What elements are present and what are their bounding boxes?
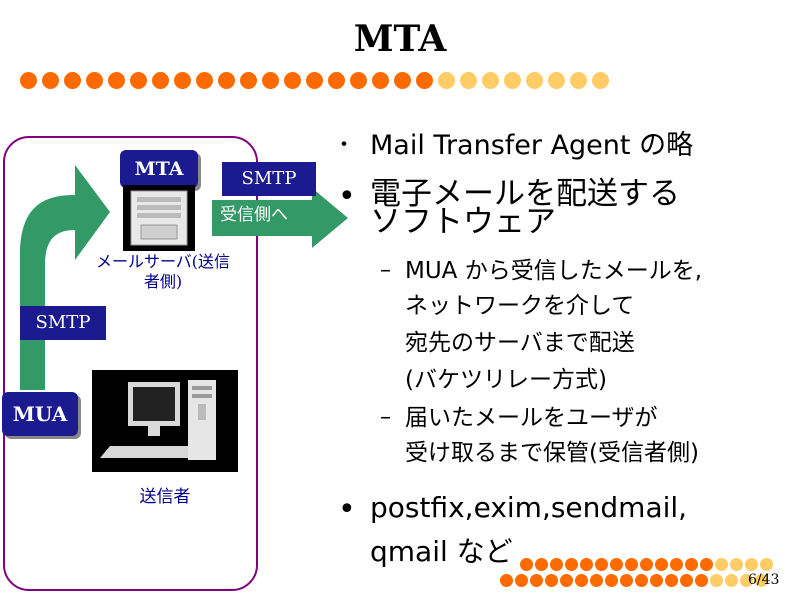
server-icon	[123, 185, 195, 251]
decor-dot	[394, 72, 411, 89]
decor-dot	[262, 72, 279, 89]
decor-dot	[328, 72, 345, 89]
decor-dot	[520, 558, 533, 571]
decor-dot	[760, 558, 773, 571]
decor-dot	[625, 558, 638, 571]
decor-dot	[570, 72, 587, 89]
decor-dot	[592, 72, 609, 89]
mta-label: MTA	[120, 150, 198, 188]
decor-dot	[635, 574, 648, 587]
bullet-1: Mail Transfer Agent の略	[370, 130, 694, 161]
bottom-dot-rows	[0, 540, 800, 600]
sender-caption: 送信者	[139, 487, 191, 507]
decor-dot	[620, 574, 633, 587]
sub-bullet-2-line1: 届いたメールをユーザが	[405, 405, 658, 431]
decor-dot	[665, 574, 678, 587]
decor-dot	[670, 558, 683, 571]
bullet-3-line2: qmail など	[370, 535, 513, 568]
smtp-top-label: SMTP	[222, 162, 316, 196]
sub-bullet-2-mark: –	[380, 405, 391, 430]
decor-dot	[545, 574, 558, 587]
decor-dot	[650, 574, 663, 587]
bullet-2-line2: ソフトウェア	[370, 204, 556, 240]
sub-bullet-1-mark: –	[380, 258, 391, 283]
decor-dot	[64, 72, 81, 89]
decor-dot	[590, 574, 603, 587]
decor-dot	[306, 72, 323, 89]
diagram-frame	[3, 136, 258, 591]
decor-dot	[700, 558, 713, 571]
decor-dot	[196, 72, 213, 89]
right-arrow	[212, 188, 348, 248]
decor-dot	[218, 72, 235, 89]
decor-dot	[504, 72, 521, 89]
decor-dot	[284, 72, 301, 89]
decor-dot	[130, 72, 147, 89]
mail-server-caption: メールサーバ(送信者側)	[95, 252, 231, 291]
decor-dot	[550, 558, 563, 571]
mua-label: MUA	[2, 392, 78, 436]
bullet-small-mark: ・	[333, 133, 356, 158]
decor-dot	[685, 558, 698, 571]
decor-dot	[655, 558, 668, 571]
sub-bullet-2-line2: 受け取るまで保管(受信者側)	[405, 440, 699, 466]
decor-dot	[530, 574, 543, 587]
decor-dot	[372, 72, 389, 89]
bullet-2-line1: 電子メールを配送する	[370, 176, 680, 212]
decor-dot	[755, 574, 768, 587]
sub-bullet-1-line4: (バケツリレー方式)	[405, 367, 607, 393]
decor-dot	[174, 72, 191, 89]
decor-dot	[680, 574, 693, 587]
sub-bullet-1-line2: ネットワークを介して	[405, 293, 635, 319]
decor-dot	[500, 574, 513, 587]
decor-dot	[438, 72, 455, 89]
sub-bullet-1-line3: 宛先のサーバまで配送	[405, 330, 635, 356]
decor-dot	[108, 72, 125, 89]
decor-dot	[610, 558, 623, 571]
decor-dot	[695, 574, 708, 587]
decor-dot	[725, 574, 738, 587]
slide-title: MTA	[353, 18, 447, 60]
decor-dot	[460, 72, 477, 89]
decor-dot	[20, 72, 37, 89]
decor-dot	[730, 558, 743, 571]
decor-dot	[548, 72, 565, 89]
decor-dot	[526, 72, 543, 89]
to-receiver-label: 受信側へ	[220, 205, 288, 225]
bullet-2-mark: •	[338, 179, 356, 214]
top-dot-row	[0, 0, 800, 100]
decor-dot	[42, 72, 59, 89]
decor-dot	[535, 558, 548, 571]
decor-dot	[605, 574, 618, 587]
decor-dot	[595, 558, 608, 571]
decor-dot	[416, 72, 433, 89]
decor-dot	[560, 574, 573, 587]
bullet-3-line1: postfix,exim,sendmail,	[370, 491, 688, 524]
decor-dot	[740, 574, 753, 587]
decor-dot	[565, 558, 578, 571]
decor-dot	[515, 574, 528, 587]
decor-dot	[350, 72, 367, 89]
smtp-left-label: SMTP	[20, 306, 106, 340]
bullet-3-mark: •	[338, 492, 356, 527]
desktop-computer-icon	[92, 370, 238, 472]
decor-dot	[86, 72, 103, 89]
decor-dot	[152, 72, 169, 89]
decor-dot	[580, 558, 593, 571]
decor-dot	[240, 72, 257, 89]
decor-dot	[482, 72, 499, 89]
decor-dot	[575, 574, 588, 587]
decor-dot	[710, 574, 723, 587]
decor-dot	[745, 558, 758, 571]
page-number: 6/43	[748, 572, 780, 588]
sub-bullet-1-line1: MUA から受信したメールを,	[405, 258, 703, 284]
decor-dot	[715, 558, 728, 571]
decor-dot	[640, 558, 653, 571]
